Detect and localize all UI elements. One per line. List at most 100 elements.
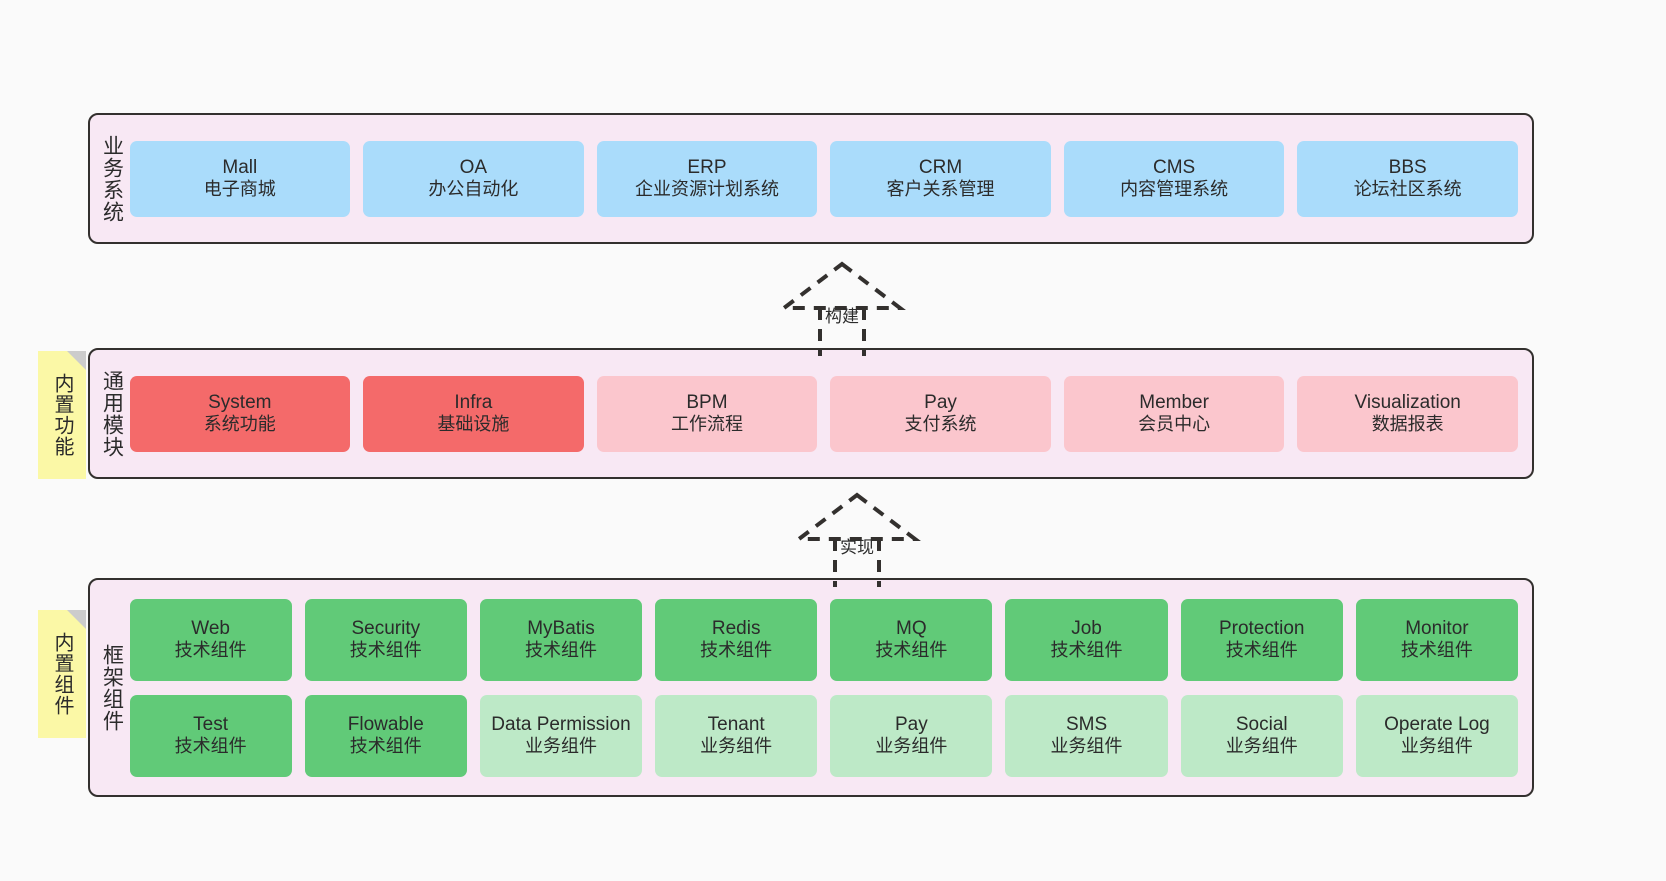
- node-pay-component[interactable]: Pay 业务组件: [830, 694, 993, 777]
- sticky-note-builtin-features-label: 内置功能: [51, 373, 73, 457]
- node-mybatis-name: MyBatis: [527, 617, 595, 639]
- node-pay-component-desc: 业务组件: [875, 736, 948, 757]
- node-sms[interactable]: SMS 业务组件: [1005, 694, 1168, 777]
- framework-node-row-tech: Web 技术组件 Security 技术组件 MyBatis 技术组件 Redi…: [129, 598, 1519, 681]
- node-erp[interactable]: ERP 企业资源计划系统: [596, 140, 818, 217]
- node-job-name: Job: [1071, 617, 1102, 639]
- node-tenant-desc: 业务组件: [700, 736, 773, 757]
- node-member-desc: 会员中心: [1138, 414, 1211, 435]
- layer-business-caption: 业务系统: [100, 134, 124, 223]
- node-tenant-name: Tenant: [707, 713, 765, 735]
- node-sms-desc: 业务组件: [1050, 736, 1123, 757]
- node-web-desc: 技术组件: [174, 640, 247, 661]
- sticky-note-builtin-components-label: 内置组件: [51, 632, 73, 716]
- node-erp-desc: 企业资源计划系统: [634, 179, 779, 200]
- layer-business-system: 业务系统 Mall 电子商城 OA 办公自动化 ERP 企业资源计划系统 CRM…: [88, 113, 1534, 244]
- node-bpm-desc: 工作流程: [670, 414, 743, 435]
- node-protection-desc: 技术组件: [1225, 640, 1298, 661]
- node-web-name: Web: [191, 617, 230, 639]
- node-infra[interactable]: Infra 基础设施: [363, 375, 584, 452]
- node-operate-log[interactable]: Operate Log 业务组件: [1355, 694, 1519, 777]
- node-oa-desc: 办公自动化: [428, 179, 519, 200]
- node-protection-name: Protection: [1218, 617, 1305, 639]
- node-monitor[interactable]: Monitor 技术组件: [1355, 598, 1519, 681]
- node-cms-name: CMS: [1153, 156, 1196, 178]
- node-redis-name: Redis: [711, 617, 761, 639]
- node-mybatis-desc: 技术组件: [524, 640, 597, 661]
- node-member[interactable]: Member 会员中心: [1063, 375, 1285, 452]
- framework-node-row-business: Test 技术组件 Flowable 技术组件 Data Permission …: [129, 694, 1519, 777]
- layer-modules-caption: 通用模块: [100, 369, 124, 458]
- sticky-note-builtin-components: 内置组件: [38, 610, 86, 738]
- node-operate-log-name: Operate Log: [1384, 713, 1490, 735]
- node-bbs-desc: 论坛社区系统: [1353, 179, 1462, 200]
- sticky-note-builtin-features: 内置功能: [38, 351, 86, 479]
- layer-modules-body: System 系统功能 Infra 基础设施 BPM 工作流程 Pay 支付系统…: [129, 350, 1532, 477]
- connector-build: 构建: [742, 258, 942, 358]
- node-web[interactable]: Web 技术组件: [129, 598, 292, 681]
- node-oa-name: OA: [459, 156, 488, 178]
- node-operate-log-desc: 业务组件: [1400, 736, 1473, 757]
- connector-implement: 实现: [757, 489, 957, 589]
- sticky-fold-corner-icon: [67, 610, 86, 629]
- node-protection[interactable]: Protection 技术组件: [1180, 598, 1343, 681]
- layer-business-body: Mall 电子商城 OA 办公自动化 ERP 企业资源计划系统 CRM 客户关系…: [129, 115, 1532, 242]
- node-oa[interactable]: OA 办公自动化: [363, 140, 584, 217]
- node-crm[interactable]: CRM 客户关系管理: [830, 140, 1051, 217]
- node-sms-name: SMS: [1065, 713, 1108, 735]
- node-bpm-name: BPM: [686, 391, 728, 413]
- node-social-desc: 业务组件: [1225, 736, 1298, 757]
- node-mall-name: Mall: [222, 156, 258, 178]
- node-job-desc: 技术组件: [1050, 640, 1123, 661]
- layer-framework-body: Web 技术组件 Security 技术组件 MyBatis 技术组件 Redi…: [129, 580, 1532, 795]
- node-flowable-name: Flowable: [347, 713, 424, 735]
- node-mq-desc: 技术组件: [875, 640, 948, 661]
- node-mq-name: MQ: [896, 617, 927, 639]
- node-test[interactable]: Test 技术组件: [129, 694, 292, 777]
- node-monitor-desc: 技术组件: [1400, 640, 1473, 661]
- node-monitor-name: Monitor: [1405, 617, 1469, 639]
- node-pay-module-name: Pay: [924, 391, 957, 413]
- node-cms-desc: 内容管理系统: [1120, 179, 1229, 200]
- node-crm-name: CRM: [918, 156, 963, 178]
- node-pay-module[interactable]: Pay 支付系统: [830, 375, 1051, 452]
- node-test-desc: 技术组件: [174, 736, 247, 757]
- layer-common-modules: 通用模块 System 系统功能 Infra 基础设施 BPM 工作流程 Pay…: [88, 348, 1534, 479]
- node-mall-desc: 电子商城: [203, 179, 276, 200]
- node-social[interactable]: Social 业务组件: [1180, 694, 1343, 777]
- layer-framework-caption: 框架组件: [100, 643, 124, 732]
- node-job[interactable]: Job 技术组件: [1005, 598, 1168, 681]
- node-crm-desc: 客户关系管理: [886, 179, 995, 200]
- node-data-permission[interactable]: Data Permission 业务组件: [479, 694, 643, 777]
- node-data-permission-desc: 业务组件: [524, 736, 597, 757]
- node-bbs-name: BBS: [1388, 156, 1427, 178]
- node-mq[interactable]: MQ 技术组件: [830, 598, 993, 681]
- node-visualization[interactable]: Visualization 数据报表: [1297, 375, 1518, 452]
- layer-framework-components: 框架组件 Web 技术组件 Security 技术组件 MyBatis 技术组件…: [88, 578, 1534, 797]
- node-mall[interactable]: Mall 电子商城: [129, 140, 351, 217]
- node-system-name: System: [208, 391, 272, 413]
- node-system-desc: 系统功能: [203, 414, 276, 435]
- node-test-name: Test: [193, 713, 229, 735]
- node-tenant[interactable]: Tenant 业务组件: [655, 694, 818, 777]
- node-social-name: Social: [1235, 713, 1288, 735]
- node-pay-component-name: Pay: [894, 713, 928, 735]
- node-system[interactable]: System 系统功能: [129, 375, 351, 452]
- node-mybatis[interactable]: MyBatis 技术组件: [479, 598, 643, 681]
- node-member-name: Member: [1139, 391, 1209, 413]
- business-node-row: Mall 电子商城 OA 办公自动化 ERP 企业资源计划系统 CRM 客户关系…: [129, 140, 1518, 217]
- node-security-name: Security: [351, 617, 421, 639]
- node-erp-name: ERP: [687, 156, 727, 178]
- node-infra-desc: 基础设施: [437, 414, 510, 435]
- node-security-desc: 技术组件: [349, 640, 422, 661]
- node-bbs[interactable]: BBS 论坛社区系统: [1297, 140, 1518, 217]
- node-flowable[interactable]: Flowable 技术组件: [304, 694, 467, 777]
- node-redis-desc: 技术组件: [700, 640, 773, 661]
- node-cms[interactable]: CMS 内容管理系统: [1063, 140, 1285, 217]
- node-flowable-desc: 技术组件: [349, 736, 422, 757]
- node-redis[interactable]: Redis 技术组件: [655, 598, 818, 681]
- sticky-fold-corner-icon: [67, 351, 86, 370]
- node-security[interactable]: Security 技术组件: [304, 598, 467, 681]
- modules-node-row: System 系统功能 Infra 基础设施 BPM 工作流程 Pay 支付系统…: [129, 375, 1518, 452]
- node-bpm[interactable]: BPM 工作流程: [596, 375, 818, 452]
